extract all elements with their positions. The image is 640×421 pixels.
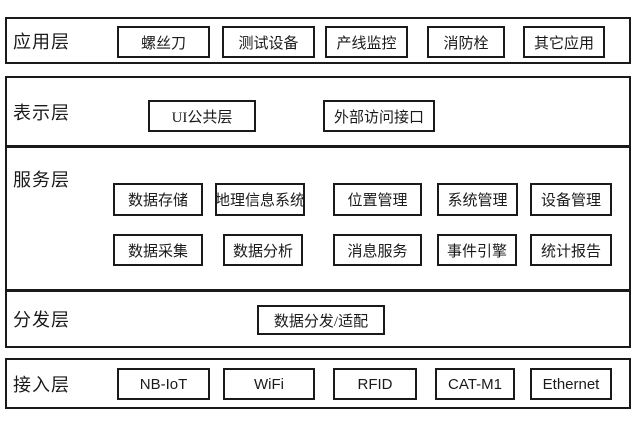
test-equipment-box: 测试设备 (222, 26, 315, 58)
ui-common-layer-box: UI公共层 (148, 100, 256, 132)
location-management-box: 位置管理 (333, 183, 422, 216)
nb-iot-box: NB-IoT (117, 368, 210, 400)
production-line-monitoring-box: 产线监控 (325, 26, 408, 58)
fire-hydrant-box: 消防栓 (427, 26, 505, 58)
data-collection-box: 数据采集 (113, 234, 203, 266)
layer-service: 服务层 数据存储 地理信息系统 位置管理 系统管理 设备管理 数据采集 数据分析… (7, 148, 629, 292)
middle-layers-container: 表示层 UI公共层 外部访问接口 服务层 数据存储 地理信息系统 位置管理 系统… (5, 76, 631, 348)
rfid-box: RFID (333, 368, 417, 400)
layer-access: 接入层 NB-IoT WiFi RFID CAT-M1 Ethernet (5, 358, 631, 409)
statistics-report-box: 统计报告 (530, 234, 612, 266)
layer-label-service: 服务层 (13, 170, 70, 190)
layer-label-access: 接入层 (13, 374, 70, 395)
message-service-box: 消息服务 (333, 234, 422, 266)
layer-label-application: 应用层 (13, 31, 70, 52)
screwdriver-box: 螺丝刀 (117, 26, 210, 58)
ethernet-box: Ethernet (530, 368, 612, 400)
gis-box: 地理信息系统 (215, 183, 305, 216)
event-engine-box: 事件引擎 (437, 234, 517, 266)
system-management-box: 系统管理 (437, 183, 518, 216)
other-apps-box: 其它应用 (523, 26, 605, 58)
layer-label-presentation: 表示层 (13, 102, 70, 123)
layer-presentation: 表示层 UI公共层 外部访问接口 (7, 78, 629, 148)
layer-application: 应用层 螺丝刀 测试设备 产线监控 消防栓 其它应用 (5, 17, 631, 64)
data-distribution-adapter-box: 数据分发/适配 (257, 305, 385, 335)
layer-label-distribution: 分发层 (13, 310, 70, 330)
layer-distribution: 分发层 数据分发/适配 (7, 292, 629, 346)
device-management-box: 设备管理 (530, 183, 612, 216)
wifi-box: WiFi (223, 368, 315, 400)
external-access-interface-box: 外部访问接口 (323, 100, 435, 132)
data-storage-box: 数据存储 (113, 183, 203, 216)
cat-m1-box: CAT-M1 (435, 368, 515, 400)
data-analysis-box: 数据分析 (223, 234, 303, 266)
